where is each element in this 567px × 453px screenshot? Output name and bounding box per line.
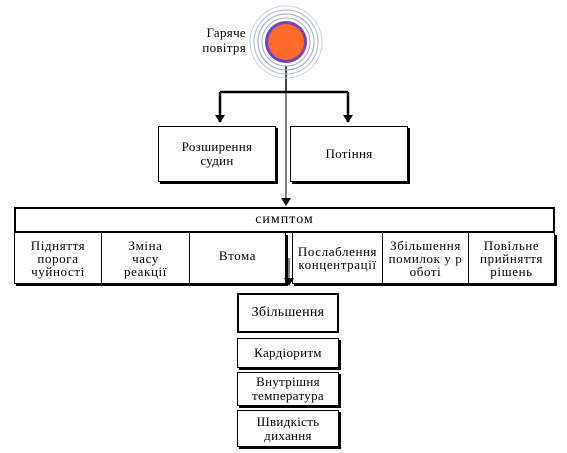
symptom-cell: Збільшення помилок у роботі — [383, 233, 469, 283]
increase-header: Збільшення — [237, 293, 339, 333]
increase-item: Внутрішня температура — [237, 372, 339, 406]
symptom-right-group: Послаблення концентрації Збільшення поми… — [292, 233, 555, 284]
symptom-header: симптом — [14, 207, 555, 233]
increase-item: Кардіоритм — [237, 338, 339, 368]
vasodilation-box: Розширення судин — [158, 126, 276, 182]
symptom-cell: Втома — [218, 248, 257, 263]
source-label: Гаряче повітря — [202, 25, 246, 55]
symptom-cell: Зміна часу реакції — [102, 233, 190, 283]
symptom-cell: Послаблення концентрації — [293, 233, 383, 283]
sweating-box: Потіння — [290, 126, 408, 182]
increase-item: Швидкість дихання — [237, 410, 339, 447]
symptom-cell: Повільне прийняття рішень — [480, 237, 543, 279]
symptom-left-group: Підняття порога чуйності Зміна часу реак… — [14, 233, 286, 284]
symptom-cell: Підняття порога чуйності — [15, 233, 102, 283]
